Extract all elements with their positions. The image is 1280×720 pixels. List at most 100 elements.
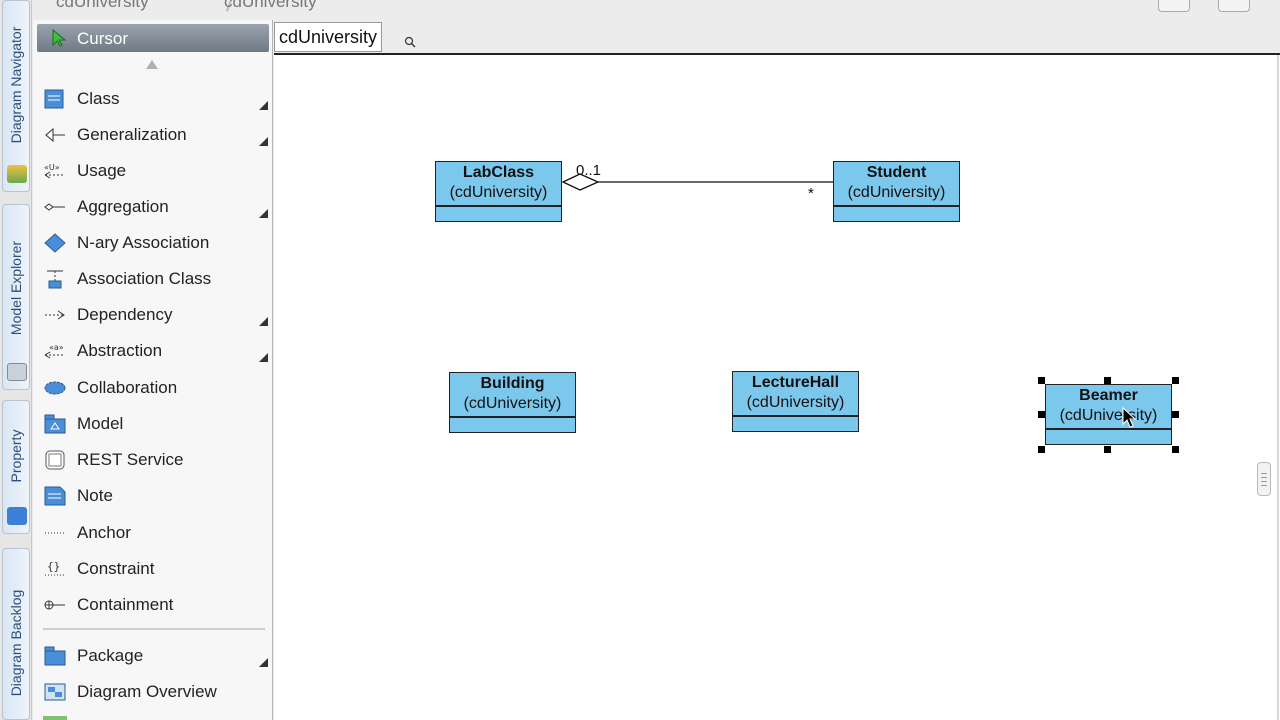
expand-arrow-icon[interactable] [259,658,268,667]
diagram-border [274,53,1280,55]
tab-diagram-navigator[interactable]: Diagram Navigator [2,0,30,192]
resize-handle[interactable] [1038,411,1045,418]
palette-item-rest-service[interactable]: REST Service [33,444,273,476]
class-compartment-divider [436,205,561,207]
palette-item-nary-association[interactable]: N-ary Association [33,227,273,259]
resize-handle[interactable] [1104,446,1111,453]
palette-item-constraint[interactable]: {} Constraint [33,553,273,585]
diagram-toolbar-palette: Cursor Class Generalization «U» Usage Ag… [33,20,273,720]
palette-item-package[interactable]: Package [33,640,273,672]
breadcrumb: cdUniversity cdUniversity [34,0,1280,20]
dependency-icon [45,310,65,320]
expand-arrow-icon[interactable] [259,353,268,362]
scroll-up-arrow-icon[interactable] [146,60,158,69]
palette-item-anchor[interactable]: Anchor [33,517,273,549]
diagram-overview-icon [44,683,66,701]
palette-item-aggregation[interactable]: Aggregation [33,191,273,223]
scroll-grip[interactable] [1257,462,1271,496]
generalization-icon [45,127,65,143]
palette-item-diagram-overview[interactable]: Diagram Overview [33,676,273,708]
palette-item-abstraction[interactable]: «a» Abstraction [33,335,273,367]
palette-item-association-class[interactable]: Association Class [33,263,273,295]
resize-handle[interactable] [1038,446,1045,453]
palette-item-label: Model [77,414,124,433]
tab-model-explorer[interactable]: Model Explorer [2,204,30,390]
resize-handle[interactable] [1038,377,1045,384]
target-multiplicity: * [808,185,814,202]
class-package: (cdUniversity) [1059,407,1158,424]
nary-association-icon [44,233,66,253]
class-shape-student[interactable]: Student (cdUniversity) [833,161,960,222]
palette-item-label: Dependency [77,305,173,324]
cursor-tool[interactable]: Cursor [37,24,269,52]
palette-item-label: Containment [77,595,174,614]
palette-item-label: Anchor [77,523,131,542]
note-icon [44,486,66,506]
class-compartment-divider [450,416,575,418]
class-name: LectureHall [751,374,840,391]
palette-item-class[interactable]: Class [33,83,273,115]
palette-separator [43,628,265,630]
palette-item-label: Diagram Overview [77,682,217,701]
class-shape-lecturehall[interactable]: LectureHall (cdUniversity) [732,371,859,432]
association-connector[interactable] [274,55,1280,720]
class-package: (cdUniversity) [463,395,562,412]
class-shape-labclass[interactable]: LabClass (cdUniversity) [435,161,562,222]
palette-item-collaboration[interactable]: Collaboration [33,372,273,404]
class-shape-beamer[interactable]: Beamer (cdUniversity) [1045,384,1172,445]
breadcrumb-item[interactable]: cdUniversity [224,0,317,11]
collaboration-icon [44,381,66,395]
class-package: (cdUniversity) [847,184,946,201]
containment-icon [44,600,65,610]
resize-handle[interactable] [1172,377,1179,384]
palette-item-label: Association Class [77,269,212,288]
palette-item-containment[interactable]: Containment [33,589,273,621]
association-class-icon [47,270,63,289]
diagram-name[interactable]: cdUniversity [274,22,383,52]
canvas-border [1277,55,1279,720]
palette-item-label: REST Service [77,450,184,469]
palette-item-label: Generalization [77,125,187,144]
aggregation-icon [44,203,65,211]
toolbar-button[interactable] [1218,0,1250,12]
tab-property[interactable]: Property [2,400,30,534]
class-name: Building [480,375,545,392]
class-shape-building[interactable]: Building (cdUniversity) [449,372,576,433]
class-compartment-divider [733,415,858,417]
class-package: (cdUniversity) [746,394,845,411]
constraint-icon: {} [45,560,65,576]
resize-handle[interactable] [1172,446,1179,453]
class-icon [44,89,64,109]
diagram-canvas[interactable]: 0..1 * LabClass (cdUniversity) Student (… [274,55,1280,720]
palette-item-dependency[interactable]: Dependency [33,299,273,331]
toolbar-button[interactable] [1158,0,1190,12]
palette-item-partial[interactable] [43,716,67,720]
source-multiplicity: 0..1 [576,162,602,179]
palette-item-label: Class [77,89,120,108]
palette-item-note[interactable]: Note [33,480,273,512]
breadcrumb-item[interactable]: cdUniversity [56,0,149,11]
expand-arrow-icon[interactable] [259,209,268,218]
diagram-header: cdUniversity [274,20,1280,54]
resize-handle[interactable] [1104,377,1111,384]
class-package: (cdUniversity) [449,184,548,201]
anchor-icon [45,532,65,534]
search-icon[interactable] [404,36,416,48]
usage-icon: «U» [44,163,65,179]
expand-arrow-icon[interactable] [259,137,268,146]
tab-label: Diagram Backlog [8,589,24,696]
tab-diagram-backlog[interactable]: Diagram Backlog [2,548,30,720]
class-compartment-divider [1046,428,1171,430]
svg-text:«a»: «a» [49,343,64,352]
abstraction-icon: «a» [44,343,65,359]
expand-arrow-icon[interactable] [259,101,268,110]
palette-item-model[interactable]: Model [33,408,273,440]
palette-item-label: Aggregation [77,197,169,216]
expand-arrow-icon[interactable] [259,317,268,326]
rest-service-icon [45,450,65,470]
palette-item-generalization[interactable]: Generalization [33,119,273,151]
property-icon [7,507,27,525]
resize-handle[interactable] [1172,411,1179,418]
cursor-label: Cursor [77,29,129,48]
palette-item-usage[interactable]: «U» Usage [33,155,273,187]
